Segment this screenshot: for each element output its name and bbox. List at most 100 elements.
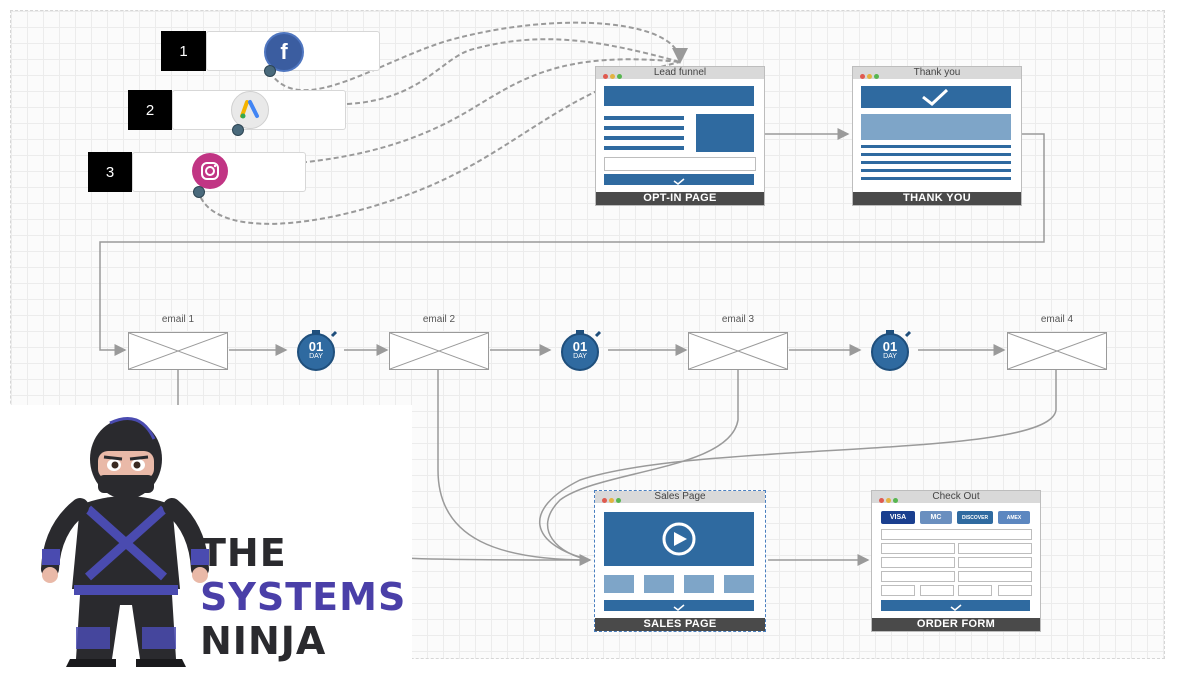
lead-funnel-title: Lead funnel: [653, 67, 707, 78]
google-ads-icon: [231, 91, 269, 129]
play-icon: [662, 522, 696, 556]
lead-submit-button: [604, 174, 754, 185]
checkout-field-3: [958, 543, 1032, 554]
sales-thumb-4: [724, 575, 754, 593]
email-node-2[interactable]: [389, 332, 489, 370]
checkout-field-7: [958, 571, 1032, 582]
checkout-footer: ORDER FORM: [872, 618, 1040, 631]
source-number-2: 2: [128, 90, 172, 130]
traffic-connector-1: [269, 21, 688, 92]
envelope-icon: [688, 332, 788, 370]
traffic-connector-3b: [197, 61, 681, 225]
check-icon: [950, 604, 962, 611]
visa-card-icon: VISA: [881, 511, 915, 524]
email-label-3: email 3: [721, 314, 755, 325]
thank-you-check-block: [861, 86, 1011, 108]
source-connector-dot-2[interactable]: [232, 124, 244, 136]
thankyou-to-email1-arrow: [99, 133, 1045, 356]
facebook-glyph: f: [280, 39, 288, 64]
source-number-1: 1: [161, 31, 206, 71]
sales-page-title: Sales Page: [654, 491, 706, 502]
google-ads-glyph: [240, 100, 259, 119]
checkout-field-6: [881, 571, 955, 582]
delay-timer-2[interactable]: 01 DAY: [552, 330, 602, 371]
checkout-submit-button: [881, 600, 1030, 611]
instagram-glyph: [201, 162, 219, 180]
source-connector-dot-1[interactable]: [264, 65, 276, 77]
email2-to-sales-arrow: [437, 369, 591, 561]
stopwatch-icon: [561, 330, 602, 371]
email-node-1[interactable]: [128, 332, 228, 370]
email-node-3[interactable]: [688, 332, 788, 370]
timer-value: 01: [882, 339, 898, 354]
check-icon: [922, 88, 949, 106]
checkout-field-4: [881, 557, 955, 568]
email-node-4[interactable]: [1007, 332, 1107, 370]
envelope-icon: [1007, 332, 1107, 370]
checkout-titlebar: Check Out: [872, 491, 1040, 503]
email-label-2: email 2: [422, 314, 456, 325]
checkout-field-2: [881, 543, 955, 554]
lead-funnel-titlebar: Lead funnel: [596, 67, 764, 79]
brand-line-the: THE: [200, 531, 287, 575]
lead-input-field: [604, 157, 756, 171]
email3-to-sales-arrow: [546, 369, 739, 561]
timer-unit: DAY: [883, 353, 897, 360]
checkout-field-5: [958, 557, 1032, 568]
email4-to-sales-arrow: [538, 369, 1057, 561]
stopwatch-icon: [297, 330, 338, 371]
thank-you-line-3: [861, 161, 1011, 164]
thank-you-titlebar: Thank you: [853, 67, 1021, 79]
sales-buy-button: [604, 600, 754, 611]
traffic-connector-3: [269, 58, 681, 166]
check-icon: [673, 178, 685, 185]
delay-timer-3[interactable]: 01 DAY: [862, 330, 912, 371]
sales-video-block: [604, 512, 754, 566]
lead-funnel-footer: OPT-IN PAGE: [596, 192, 764, 205]
email-label-1: email 1: [161, 314, 195, 325]
checkout-page[interactable]: Check Out VISA MC DISCOVER AMEX ORDER FO…: [871, 490, 1041, 632]
mastercard-icon: MC: [920, 511, 952, 524]
checkout-field-11: [998, 585, 1032, 596]
sales-thumb-3: [684, 575, 714, 593]
thank-you-line-5: [861, 177, 1011, 180]
delay-timer-1[interactable]: 01 DAY: [288, 330, 338, 371]
thank-you-line-2: [861, 153, 1011, 156]
checkout-field-8: [881, 585, 915, 596]
check-icon: [673, 604, 685, 611]
lead-funnel-page[interactable]: Lead funnel OPT-IN PAGE: [595, 66, 765, 206]
sales-page[interactable]: Sales Page SALES PAGE: [594, 490, 766, 632]
thank-you-line-4: [861, 169, 1011, 172]
brand-logo-area: THE SYSTEMS NINJA: [0, 405, 412, 673]
sales-page-footer: SALES PAGE: [595, 618, 765, 631]
window-dots: [600, 495, 624, 503]
checkout-title: Check Out: [932, 491, 980, 502]
checkout-field-10: [958, 585, 992, 596]
brand-line-systems: SYSTEMS: [200, 575, 407, 619]
lead-text-lines: [604, 114, 684, 152]
envelope-icon: [128, 332, 228, 370]
sales-thumb-1: [604, 575, 634, 593]
stopwatch-icon: [871, 330, 912, 371]
traffic-connector-2: [346, 38, 681, 105]
sales-page-titlebar: Sales Page: [595, 491, 765, 503]
timer-unit: DAY: [573, 353, 587, 360]
window-dots: [858, 71, 882, 79]
thank-you-footer: THANK YOU: [853, 192, 1021, 205]
instagram-icon: [192, 153, 228, 189]
lead-image-block: [696, 114, 754, 152]
envelope-icon: [389, 332, 489, 370]
thank-you-page[interactable]: Thank you THANK YOU: [852, 66, 1022, 206]
timer-value: 01: [308, 339, 324, 354]
timer-value: 01: [572, 339, 588, 354]
source-connector-dot-3[interactable]: [193, 186, 205, 198]
thank-you-line-1: [861, 145, 1011, 148]
discover-card-icon: DISCOVER: [957, 511, 993, 524]
source-number-3: 3: [88, 152, 132, 192]
amex-card-icon: AMEX: [998, 511, 1030, 524]
thank-you-content-block: [861, 114, 1011, 140]
checkout-field-1: [881, 529, 1032, 540]
brand-line-ninja: NINJA: [200, 619, 327, 663]
